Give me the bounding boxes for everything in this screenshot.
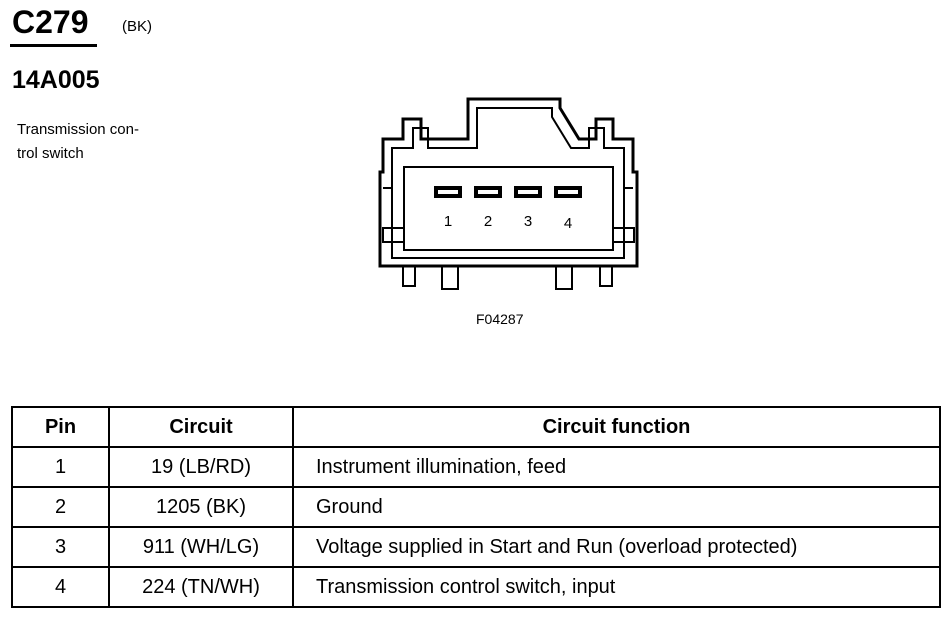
connector-inner-outline xyxy=(391,107,625,259)
connector-face-diagram: 1 2 3 4 xyxy=(378,97,639,290)
pin-number-label: 2 xyxy=(484,213,492,230)
cell-function: Transmission control switch, input xyxy=(292,566,941,608)
header-circuit: Circuit xyxy=(108,406,294,448)
table-row: 2 1205 (BK) Ground xyxy=(11,486,941,528)
pin-terminal-3 xyxy=(514,186,542,198)
table-row: 3 911 (WH/LG) Voltage supplied in Start … xyxy=(11,526,941,568)
pin-terminal-1 xyxy=(434,186,462,198)
cell-pin: 2 xyxy=(11,486,110,528)
pin-number-label: 3 xyxy=(524,213,532,230)
right-rib xyxy=(624,187,633,229)
connector-housing-outline xyxy=(378,97,639,268)
left-latch xyxy=(382,227,405,243)
table-header-row: Pin Circuit Circuit function xyxy=(11,406,941,448)
foot-left-center xyxy=(441,265,459,290)
pinout-table: Pin Circuit Circuit function 1 19 (LB/RD… xyxy=(11,406,941,608)
cell-circuit: 224 (TN/WH) xyxy=(108,566,294,608)
cell-circuit: 1205 (BK) xyxy=(108,486,294,528)
pin-terminal-2 xyxy=(474,186,502,198)
table-row: 1 19 (LB/RD) Instrument illumination, fe… xyxy=(11,446,941,488)
connector-color: (BK) xyxy=(122,18,152,35)
pin-terminal-4 xyxy=(554,186,582,198)
foot-left xyxy=(402,265,416,287)
right-latch xyxy=(612,227,635,243)
cell-pin: 3 xyxy=(11,526,110,568)
pin-cavity xyxy=(403,166,614,251)
cell-function: Voltage supplied in Start and Run (overl… xyxy=(292,526,941,568)
header-pin: Pin xyxy=(11,406,110,448)
cell-circuit: 19 (LB/RD) xyxy=(108,446,294,488)
cell-function: Instrument illumination, feed xyxy=(292,446,941,488)
connector-id: C279 xyxy=(12,4,89,40)
pin-number-label: 1 xyxy=(444,213,452,230)
cell-function: Ground xyxy=(292,486,941,528)
table-row: 4 224 (TN/WH) Transmission control switc… xyxy=(11,566,941,608)
part-number: 14A005 xyxy=(12,66,100,94)
cell-pin: 4 xyxy=(11,566,110,608)
figure-code: F04287 xyxy=(476,311,524,327)
foot-right xyxy=(599,265,613,287)
header-circuit-function: Circuit function xyxy=(292,406,941,448)
cell-pin: 1 xyxy=(11,446,110,488)
connector-id-underline xyxy=(10,44,97,47)
left-rib xyxy=(383,187,392,229)
foot-right-center xyxy=(555,265,573,290)
cell-circuit: 911 (WH/LG) xyxy=(108,526,294,568)
component-description: Transmission con- trol switch xyxy=(17,121,139,162)
pin-number-label: 4 xyxy=(564,215,572,232)
